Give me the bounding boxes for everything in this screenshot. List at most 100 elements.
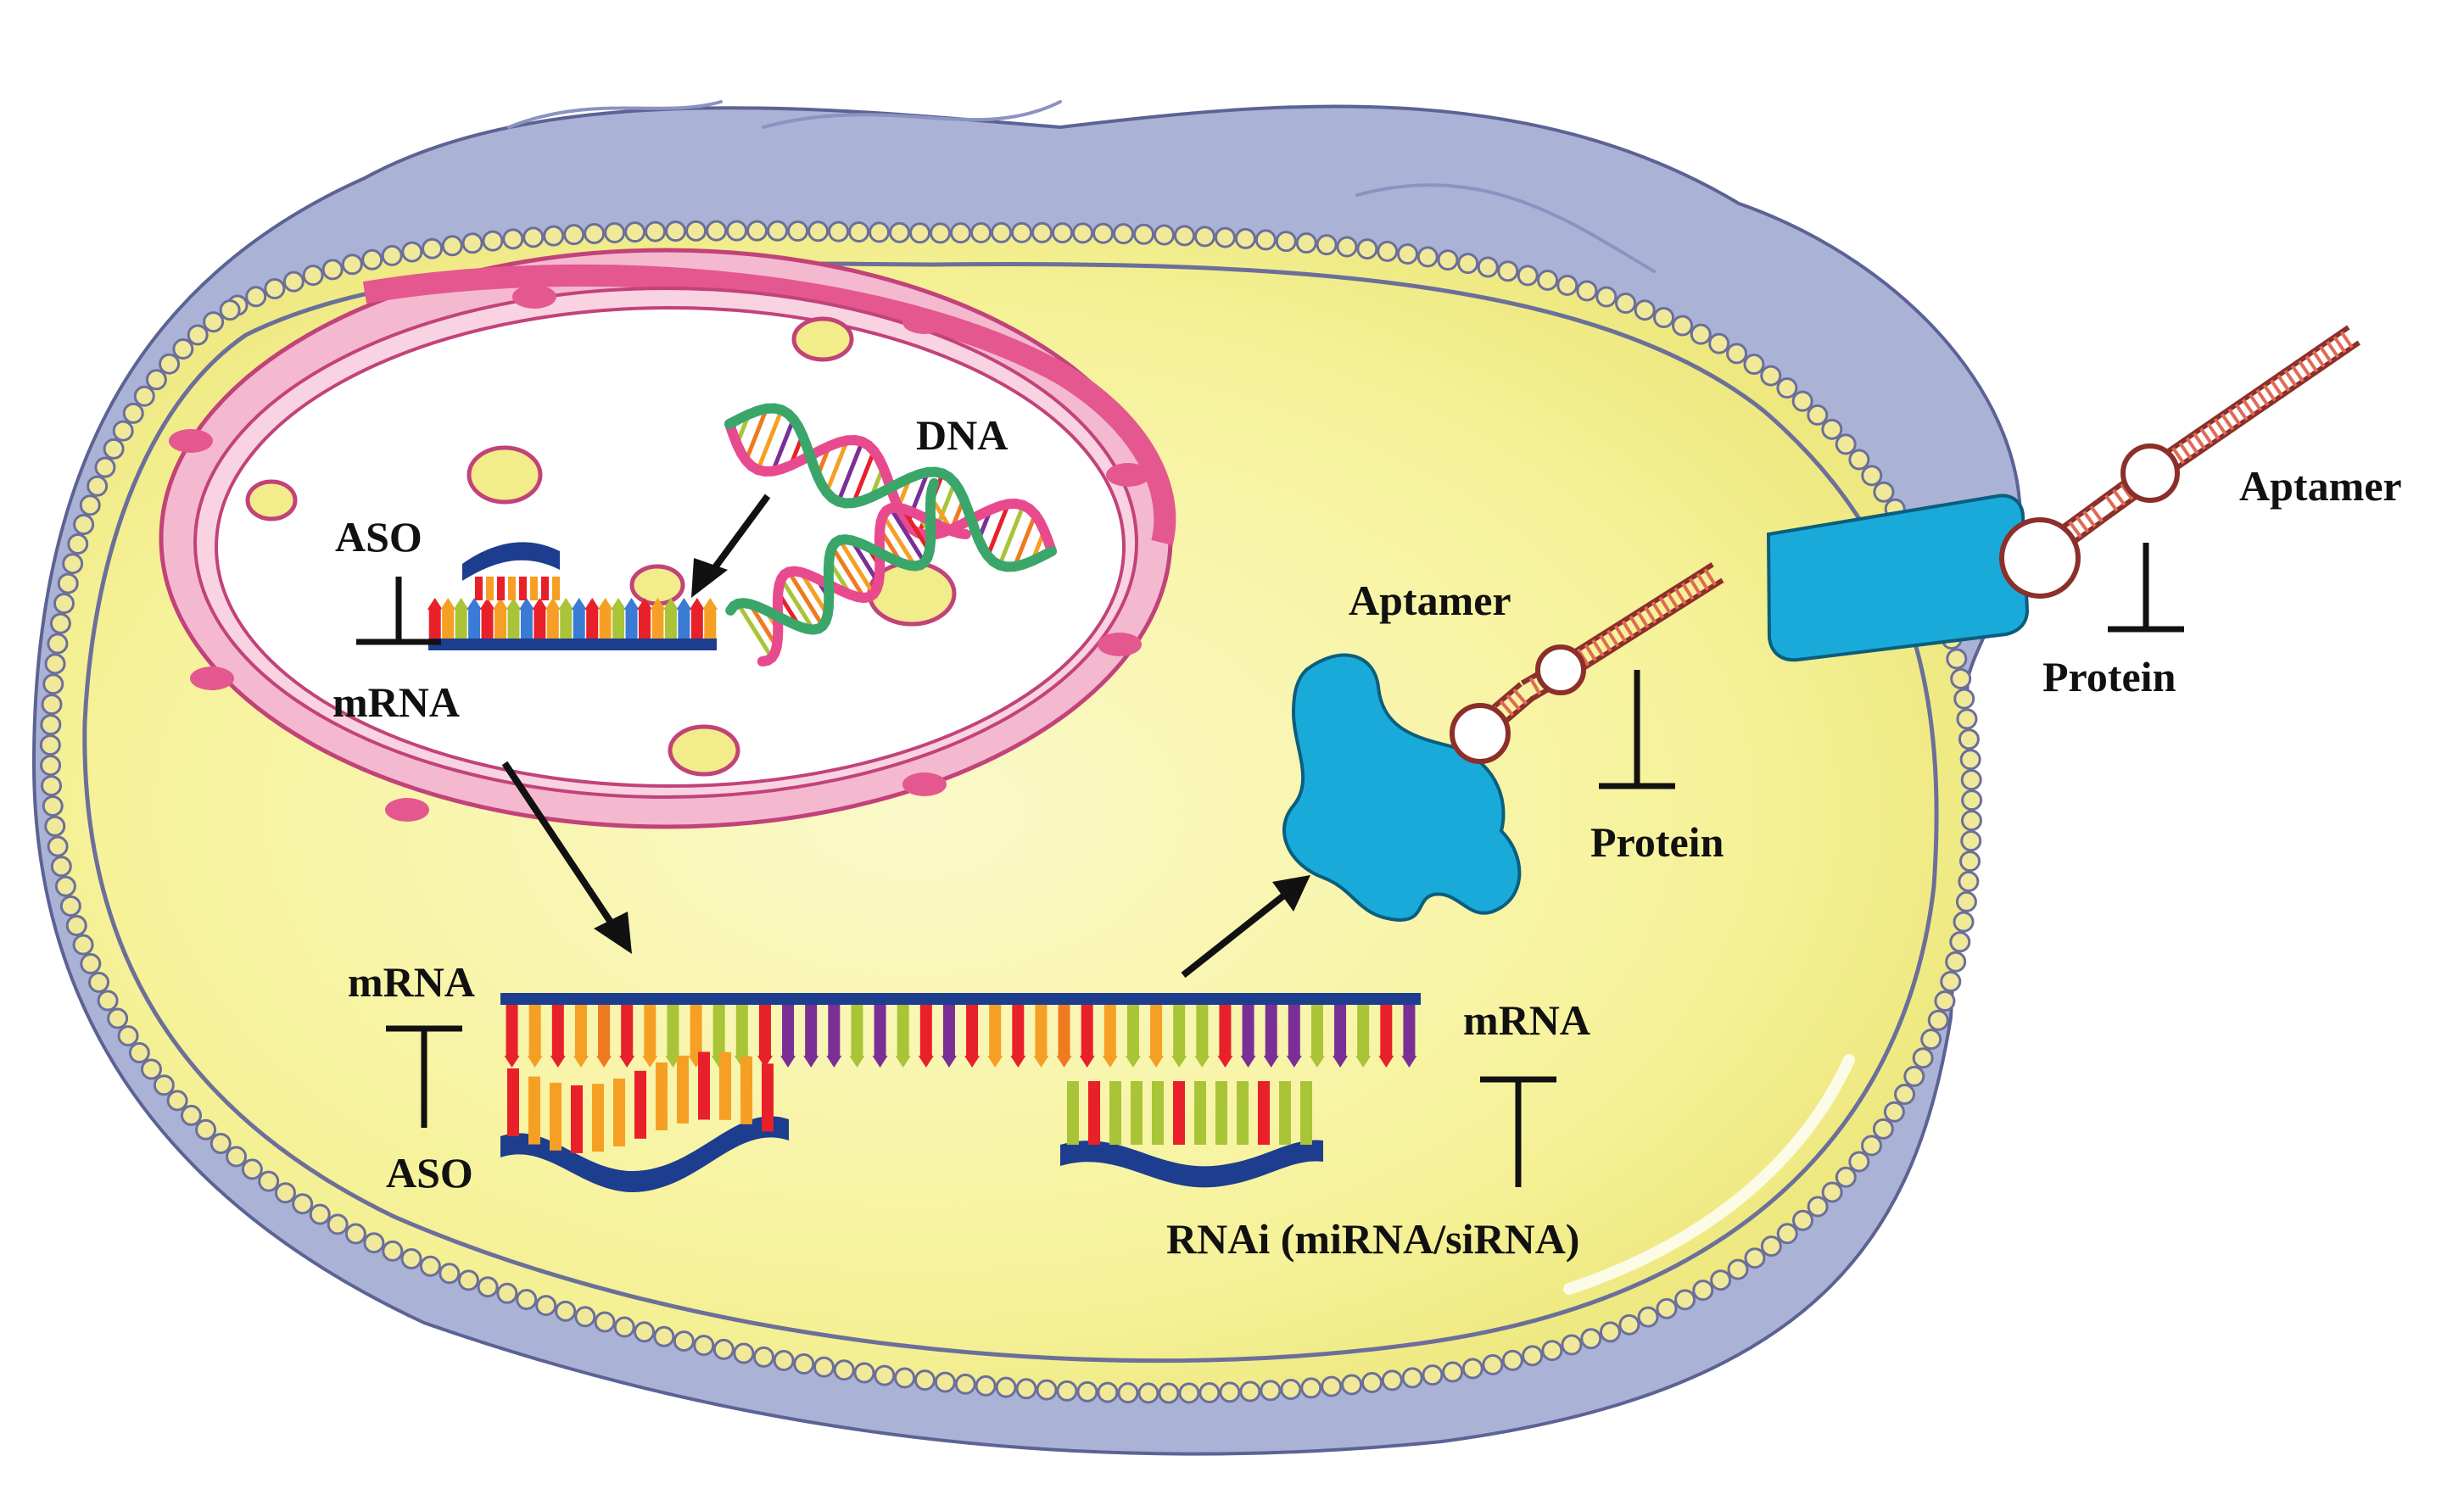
membrane-bead: [995, 1376, 1017, 1398]
membrane-bead: [1117, 1382, 1139, 1404]
cytoplasm-mrna-base: [1012, 1005, 1025, 1056]
membrane-bead: [140, 1058, 162, 1080]
dna-base-pair: [851, 449, 876, 505]
nucleus-mrna-base-tip: [427, 598, 443, 610]
membrane-bead: [1178, 1382, 1200, 1404]
membrane-bead: [1595, 286, 1618, 308]
membrane-bead: [1537, 269, 1559, 291]
membrane-bead: [172, 338, 194, 360]
cytoplasm-mrna-base: [1403, 1005, 1416, 1056]
membrane-bead: [555, 1300, 577, 1322]
rnai-base: [1131, 1081, 1143, 1145]
inner-aptamer-stem-rung: [1528, 677, 1542, 695]
membrane-bead: [733, 1342, 755, 1364]
cytoplasm-mrna-base-tip: [1148, 1056, 1165, 1068]
nucleus-mrna-base: [704, 610, 717, 639]
membrane-bead: [1710, 1269, 1732, 1291]
label-aso-nucleus: ASO: [335, 513, 422, 560]
nucleus-mrna-base-tip: [637, 598, 652, 610]
nucleus-mrna-base: [678, 610, 690, 639]
membrane-bead: [41, 775, 63, 797]
membrane-bead: [1501, 1349, 1523, 1371]
nucleus-mrna-base: [428, 610, 441, 639]
membrane-bead: [44, 653, 66, 675]
membrane-bead: [693, 1335, 715, 1357]
membrane-bead: [1692, 1280, 1714, 1302]
membrane-bead: [584, 222, 606, 244]
inner-aptamer-stem-rung: [1666, 592, 1679, 610]
membrane-bead: [457, 1269, 479, 1291]
membrane-bead: [1541, 1340, 1563, 1362]
dna-base-pair: [997, 504, 1025, 566]
inner-aptamer-stem-rung: [1606, 629, 1620, 648]
label-aso-cytoplasm: ASO: [386, 1149, 473, 1196]
membrane-bead: [65, 914, 87, 936]
outer-aptamer-stem-rung: [2213, 417, 2227, 436]
membrane-bead: [1556, 274, 1578, 296]
label-aptamer-outer: Aptamer: [2239, 462, 2402, 510]
outer-aptamer-stem-rung: [2262, 384, 2277, 402]
membrane-bead: [361, 248, 383, 270]
membrane-bead: [72, 934, 94, 956]
membrane-receptor-protein: [1766, 494, 2030, 662]
membrane-bead: [1295, 232, 1317, 254]
membrane-bead: [1522, 1345, 1544, 1367]
nucleus-aso-base: [486, 577, 494, 600]
cytoplasm-mrna-base: [1310, 1005, 1323, 1056]
cytoplasm-mrna-base-tip: [918, 1056, 934, 1068]
cytoplasm-mrna-base-tip: [1378, 1056, 1394, 1068]
membrane-bead: [1341, 1374, 1363, 1396]
cytoplasm-mrna-base-tip: [665, 1056, 681, 1068]
cytoplasm-aso-base: [762, 1063, 774, 1132]
nucleus-aso-backbone: [462, 542, 560, 581]
membrane-bead: [42, 673, 64, 695]
membrane-bead: [954, 1373, 976, 1395]
membrane-bead: [461, 232, 483, 254]
membrane-bead: [59, 895, 81, 917]
nucleus-mrna-base-tip: [571, 598, 587, 610]
membrane-bead: [1072, 222, 1094, 244]
membrane-bead: [1946, 648, 1968, 670]
inhibit-aso-nucleus: [356, 577, 441, 645]
membrane-bead: [133, 385, 155, 407]
membrane-bead: [1461, 1358, 1483, 1380]
membrane-bead: [594, 1311, 616, 1333]
membrane-bead: [1860, 1135, 1882, 1157]
cytoplasm-aso-base: [634, 1070, 646, 1139]
outer-aptamer-stem-rung: [2255, 388, 2270, 407]
nuclear-pore: [190, 666, 234, 690]
dna-base-pair: [799, 571, 830, 616]
nucleus-mrna-base-tip: [479, 598, 495, 610]
cytoplasm-aso-base: [656, 1062, 668, 1130]
membrane-bead: [1959, 850, 1981, 873]
outer-aptamer-loop: [1999, 517, 2081, 599]
cytoplasm-mrna-base: [851, 1005, 863, 1056]
membrane-bead: [673, 1330, 695, 1352]
cytoplasm-mrna-base: [1380, 1005, 1393, 1056]
outer-aptamer-stem-rung: [2270, 379, 2283, 397]
outer-aptamer-stem-rung: [2298, 360, 2311, 378]
cytoplasm-mrna-base-tip: [527, 1056, 543, 1068]
membrane-bead: [401, 241, 423, 263]
outer-aptamer-stem-rung: [2075, 516, 2090, 533]
membrane-bead: [1154, 224, 1176, 246]
membrane-bead: [94, 456, 116, 478]
inner-aptamer-stem-rail: [1554, 562, 1714, 666]
membrane-bead: [1934, 990, 1956, 1012]
inner-aptamer-stem-rung: [1629, 615, 1642, 633]
membrane-bead: [1956, 708, 1978, 730]
membrane-bead: [482, 230, 504, 252]
nucleus-mrna-base-tip: [584, 598, 601, 610]
membrane-bead: [67, 533, 89, 555]
nucleus-mrna-base-tip: [453, 598, 469, 610]
nucleoplasm: [215, 306, 1126, 788]
membrane-bead: [1743, 354, 1765, 376]
cytoplasm-mrna-base-tip: [642, 1056, 658, 1068]
membrane-bead: [107, 1007, 129, 1029]
outer-aptamer-stem-rung: [2120, 482, 2134, 501]
cytoplasm-mrna-base: [1357, 1005, 1370, 1056]
cytoplasm-mrna-base-tip: [619, 1056, 635, 1068]
nucleus-mrna-base-tip: [662, 598, 679, 610]
membrane-bead: [327, 1213, 349, 1235]
membrane-bead: [1599, 1321, 1621, 1343]
